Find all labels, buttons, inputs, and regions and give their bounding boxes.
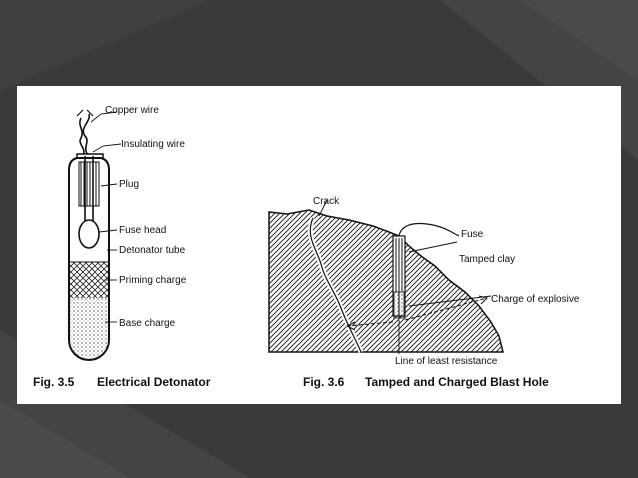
label-crack: Crack bbox=[313, 196, 340, 207]
figure-panel: Copper wire Insulating wire Plug Fuse he… bbox=[17, 86, 621, 404]
blast-hole-drawing bbox=[268, 199, 504, 354]
label-fuse-head: Fuse head bbox=[119, 225, 166, 236]
caption-fig-3-6-number: Fig. 3.6 bbox=[303, 375, 345, 389]
label-tamped-clay: Tamped clay bbox=[459, 254, 515, 265]
label-base-charge: Base charge bbox=[119, 318, 176, 329]
caption-fig-3-5-number: Fig. 3.5 bbox=[33, 375, 75, 389]
caption-fig-3-6-title: Tamped and Charged Blast Hole bbox=[365, 375, 549, 389]
label-line-of-least-resistance: Line of least resistance bbox=[395, 356, 498, 367]
label-fuse: Fuse bbox=[461, 229, 484, 240]
label-insulating-wire: Insulating wire bbox=[121, 139, 185, 150]
detonator-drawing bbox=[68, 109, 122, 361]
label-plug: Plug bbox=[119, 179, 139, 190]
label-copper-wire: Copper wire bbox=[105, 105, 159, 116]
diagram-canvas: Copper wire Insulating wire Plug Fuse he… bbox=[33, 105, 580, 389]
caption-fig-3-5-title: Electrical Detonator bbox=[97, 375, 211, 389]
label-detonator-tube: Detonator tube bbox=[119, 245, 186, 256]
label-priming-charge: Priming charge bbox=[119, 275, 187, 286]
label-charge-of-explosive: Charge of explosive bbox=[491, 294, 580, 305]
